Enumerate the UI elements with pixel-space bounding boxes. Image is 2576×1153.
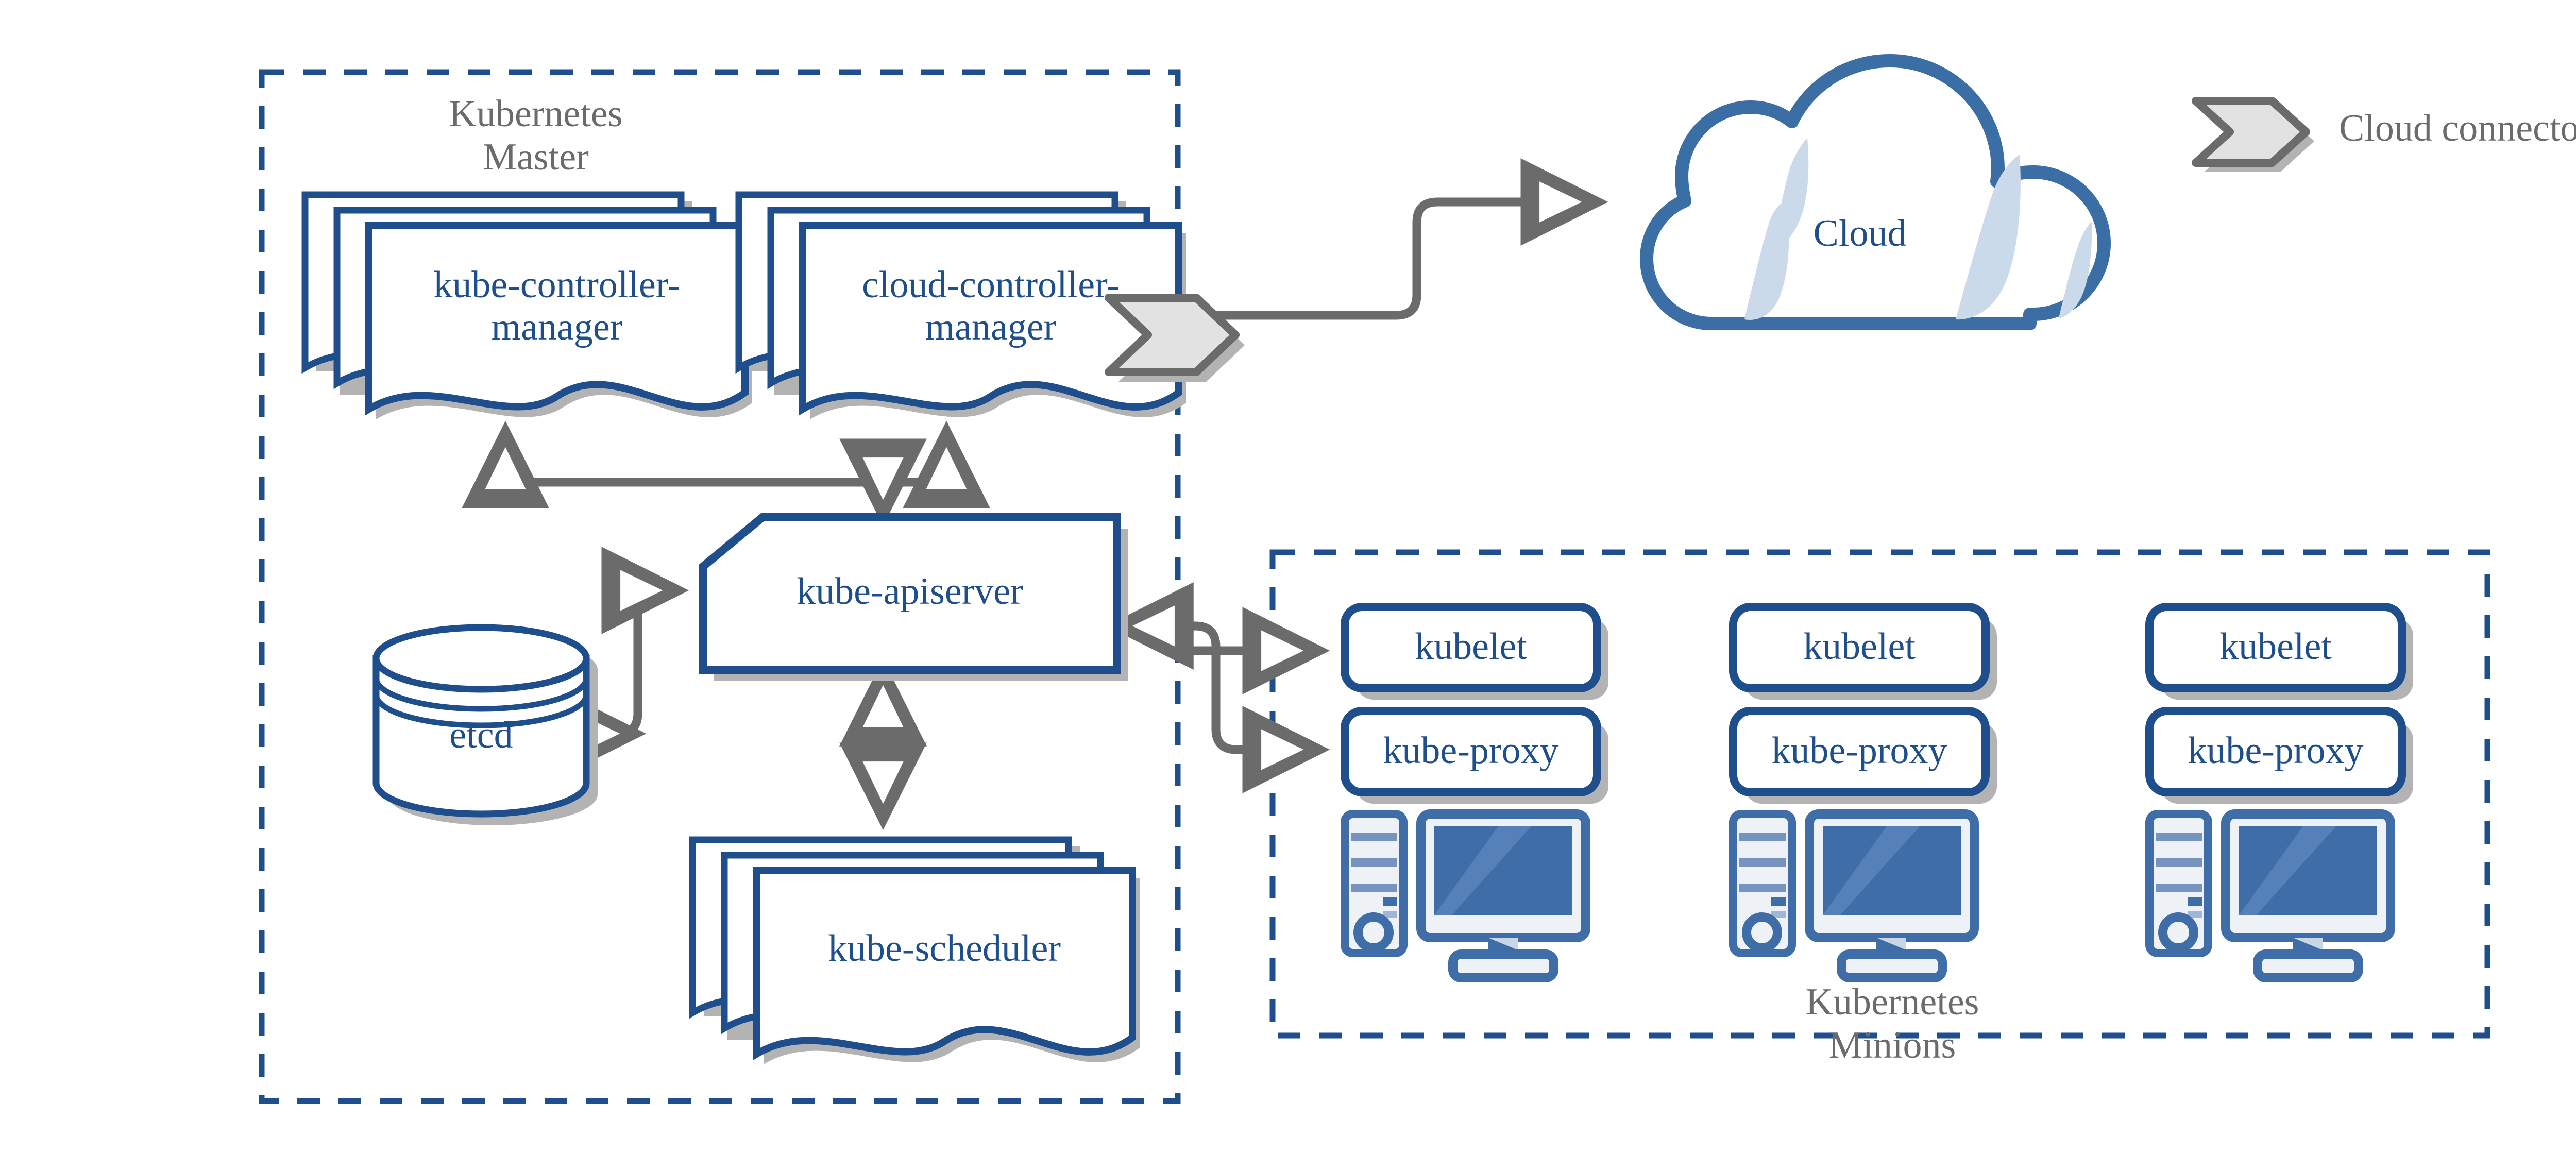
minion-2-kubelet[interactable]: kubelet — [1729, 603, 1997, 700]
kube-apiserver-label: kube-apiserver — [796, 570, 1023, 613]
minion-2-kubelet-label: kubelet — [1803, 625, 1916, 668]
kube-controller-manager-label-line1: kube-controller- — [433, 264, 680, 306]
master-label-line2: Master — [483, 136, 589, 178]
edge-apiserver-minions — [1106, 582, 1330, 793]
edge-ccm-cloud-path — [1139, 158, 1608, 320]
minion-node-2: kubelet kube-proxy — [1729, 603, 1997, 982]
cloud-controller-manager-label-line1: cloud-controller- — [862, 264, 1120, 306]
minion-1-kube-proxy-label: kube-proxy — [1383, 730, 1558, 772]
etcd-ring-1 — [373, 677, 589, 712]
etcd-body — [372, 655, 590, 818]
cloud-highlights — [1744, 138, 2092, 320]
edge-kcm-up — [462, 420, 869, 508]
legend-cloud-connector: Cloud connector — [2192, 97, 2576, 172]
master-label-line1: Kubernetes — [449, 93, 623, 135]
minions-label-line1: Kubernetes — [1806, 981, 1979, 1023]
node-cloud-controller-manager[interactable]: cloud-controller- manager — [735, 191, 1186, 419]
edge-ccm-up — [897, 420, 990, 508]
apiserver-body — [699, 513, 1121, 674]
etcd-top-ellipse — [372, 624, 590, 693]
cloud-label: Cloud — [1814, 212, 1907, 255]
master-dashed-border — [259, 69, 1181, 1104]
group-kubernetes-master: Kubernetes Master — [259, 69, 1181, 1104]
minion-node-1: kubelet kube-proxy — [1341, 603, 1608, 982]
edge-apiserver-etcd-path — [558, 547, 689, 777]
minion-2-computer-icon — [1729, 809, 1979, 982]
etcd-ring-2 — [373, 694, 589, 728]
minion-3-computer-icon — [2145, 809, 2395, 982]
node-cloud[interactable]: Cloud — [1640, 54, 2111, 330]
minion-1-computer-icon — [1341, 809, 1590, 982]
minion-3-kubelet-label: kubelet — [2219, 625, 2332, 668]
legend-cloud-connector-icon — [2192, 97, 2310, 167]
minion-1-kubelet[interactable]: kubelet — [1341, 603, 1608, 700]
node-etcd[interactable]: etcd — [372, 624, 598, 825]
minions-dashed-border — [1269, 549, 2490, 1039]
edge-apiserver-kubeproxy — [1106, 582, 1330, 793]
minion-3-kubelet[interactable]: kubelet — [2145, 603, 2413, 700]
kube-scheduler-label: kube-scheduler — [828, 927, 1061, 970]
minion-3-kube-proxy-label: kube-proxy — [2188, 730, 2363, 772]
cloud-connector-chevron — [1105, 294, 1240, 376]
etcd-label: etcd — [449, 714, 513, 756]
minion-2-kube-proxy-label: kube-proxy — [1771, 730, 1947, 772]
minion-3-kube-proxy[interactable]: kube-proxy — [2145, 707, 2413, 804]
minion-1-kube-proxy[interactable]: kube-proxy — [1341, 707, 1608, 804]
node-kube-apiserver[interactable]: kube-apiserver — [699, 513, 1128, 681]
cloud-controller-manager-label-line2: manager — [925, 306, 1057, 348]
cloud-connector-icon — [1105, 294, 1245, 382]
minion-1-kubelet-label: kubelet — [1415, 625, 1527, 668]
doc-sheet-front — [753, 867, 1136, 1061]
minion-2-kube-proxy[interactable]: kube-proxy — [1729, 707, 1997, 804]
minion-node-3: kubelet kube-proxy — [2145, 603, 2413, 982]
cloud-outline — [1640, 54, 2111, 330]
doc-sheet-front — [365, 222, 749, 416]
node-kube-scheduler[interactable]: kube-scheduler — [689, 836, 1140, 1064]
edge-ccm-cloud — [1139, 158, 1608, 320]
group-kubernetes-minions: Kubernetes Minions — [1269, 549, 2490, 1066]
edge-apiserver-etcd — [558, 547, 689, 777]
kube-controller-manager-label-line2: manager — [492, 306, 623, 348]
doc-sheet-front — [799, 222, 1182, 416]
edge-controllers-apiserver — [462, 420, 990, 527]
legend-cloud-connector-label: Cloud connector — [2339, 107, 2576, 149]
node-kube-controller-manager[interactable]: kube-controller- manager — [301, 191, 752, 419]
minions-label-line2: Minions — [1829, 1024, 1956, 1066]
